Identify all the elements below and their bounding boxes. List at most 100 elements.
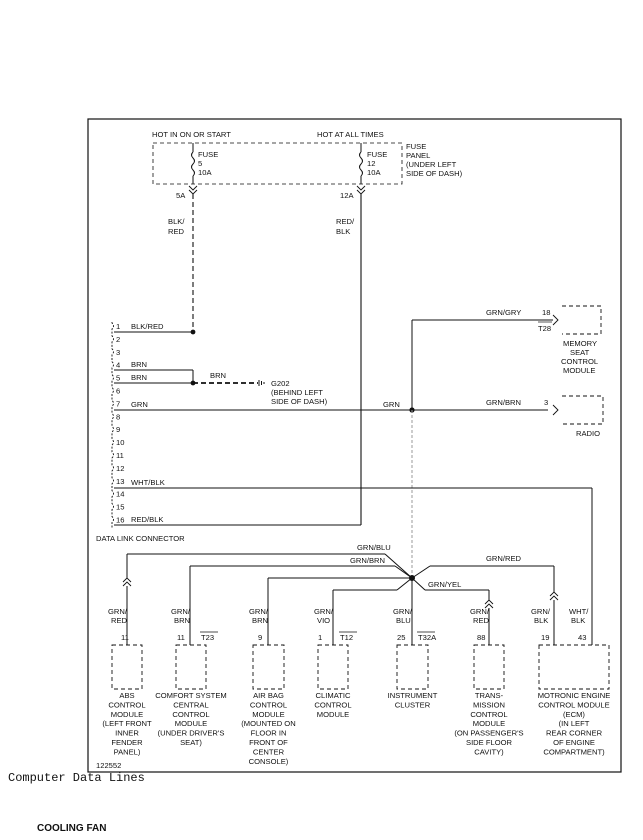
module-connector: T12 [340,633,353,642]
splice-pin1 [190,329,196,335]
grn-brn-radio-label: GRN/BRN [486,398,521,407]
fuse-right-line-3: 10A [367,168,381,177]
pin1-wire-label: BLK/RED [131,322,164,331]
module-wire-label: GRN/ [393,607,413,616]
connector-5a-chevron [188,185,198,191]
fuse-left-line-3: 10A [198,168,212,177]
module-name-line: CENTRAL [173,700,208,709]
module-wire-label: BRN [252,616,268,625]
module-name-line: MOTRONIC ENGINE [538,691,611,700]
radio-pin: 3 [544,398,548,407]
module-name-line: CONTROL [470,710,507,719]
abs-connector-chevron [122,577,132,587]
module-box-6 [538,644,610,690]
dlc-pin-11: 11 [116,451,124,460]
module-name-line: SEAT) [180,738,202,747]
module-name-line: COMPARTMENT) [543,747,605,756]
module-wire-label: GRN/ [171,607,191,616]
pin4-wire-label: BRN [131,360,147,369]
dlc-pin-3: 3 [116,348,120,357]
ground-id: G202 [271,379,290,388]
fuse-5-symbol [191,151,195,177]
module-wire-label: GRN/ [314,607,334,616]
module-name-line: PANEL) [114,747,141,756]
memory-seat-module [562,305,602,335]
dlc-pin-4: 4 [116,361,120,370]
module-pin: 88 [477,633,485,642]
module-name-line: CONTROL [250,700,287,709]
dlc-pin-6: 6 [116,387,120,396]
module-name-line: CONTROL [314,700,351,709]
module-name-line: (IN LEFT [559,719,590,728]
dlc-pin-7: 7 [116,399,120,408]
module-pin: 9 [258,633,262,642]
fuse-panel-label-2: PANEL [406,151,430,160]
module-wire-label: BRN [174,616,190,625]
memory-seat-name-1: MEMORY [563,339,597,348]
module-name-line: TRANS- [475,691,504,700]
dlc-pin-16: 16 [116,516,124,525]
radio-name: RADIO [576,429,600,438]
grn-brn-comfort-wire [394,565,413,579]
module-wire-label: RED [111,616,128,625]
module-name-line: MODULE [317,710,350,719]
dlc-pin-13: 13 [116,477,124,486]
module-wire-label: GRN/ [470,607,490,616]
ground-wire-label: BRN [210,371,226,380]
dlc-pin-10: 10 [116,438,124,447]
module-name-line: (ON PASSENGER'S [454,729,523,738]
module-name-line: (MOUNTED ON [241,719,295,728]
ground-symbol [258,380,265,386]
module-name-line: FRONT OF [249,738,288,747]
fuse-right-line-1: FUSE [367,150,387,159]
dlc-pin-9: 9 [116,425,120,434]
module-name-line: MODULE [473,719,506,728]
module-name-line: (ECM) [563,710,585,719]
module-connector: T23 [201,633,214,642]
pin16-wire-label: RED/BLK [131,515,164,524]
module-wire-label: GRN/ [108,607,128,616]
module-name-line: FENDER [111,738,143,747]
ecm-connector-chevron [549,591,559,601]
module-box-2 [252,644,285,690]
terminal-5a: 5A [176,191,186,200]
module-wire-label: GRN/ [249,607,269,616]
module-name-line: CLUSTER [395,700,431,709]
module-name-line: COMFORT SYSTEM [155,691,226,700]
module-name-line: MISSION [473,700,505,709]
module-name-line: MODULE [175,719,208,728]
terminal-12a: 12A [340,191,354,200]
module-name-line: REAR CORNER [546,729,603,738]
module-pin: 25 [397,633,405,642]
module-wire-label: RED [473,616,490,625]
dlc-pin-15: 15 [116,503,124,512]
module-name-line: MODULE [252,710,285,719]
fuse-panel-label-1: FUSE [406,142,426,151]
module-box-1 [175,644,207,690]
dlc-pin-1: 1 [116,322,120,331]
hot-at-all-times-label: HOT AT ALL TIMES [317,130,384,139]
wire-red-blk-label-2: BLK [336,227,350,236]
next-section-heading: COOLING FAN [37,823,107,834]
dlc-pin-2: 2 [116,335,120,344]
wire-blk-red-label-1: BLK/ [168,217,185,226]
module-pin: 11 [121,633,129,642]
module-wire-label: VIO [317,616,330,625]
grn-vio-climatic-wire [396,577,413,591]
pin7-wire-label: GRN [131,400,148,409]
module-box-3 [317,644,349,690]
hot-in-on-or-start-label: HOT IN ON OR START [152,130,231,139]
fuse-left-line-1: FUSE [198,150,218,159]
dlc-label: DATA LINK CONNECTOR [96,534,185,543]
dlc-pin-12: 12 [116,464,124,473]
module-pin: 1 [318,633,322,642]
module-name-line: FLOOR IN [251,729,287,738]
diagram-frame [87,118,622,773]
module-name-line: ABS [119,691,134,700]
grn-gry-label: GRN/GRY [486,308,521,317]
ground-location-2: SIDE OF DASH) [271,397,328,406]
module-name-line: SIDE FLOOR [466,738,513,747]
ecm-pin-43: 43 [578,633,586,642]
